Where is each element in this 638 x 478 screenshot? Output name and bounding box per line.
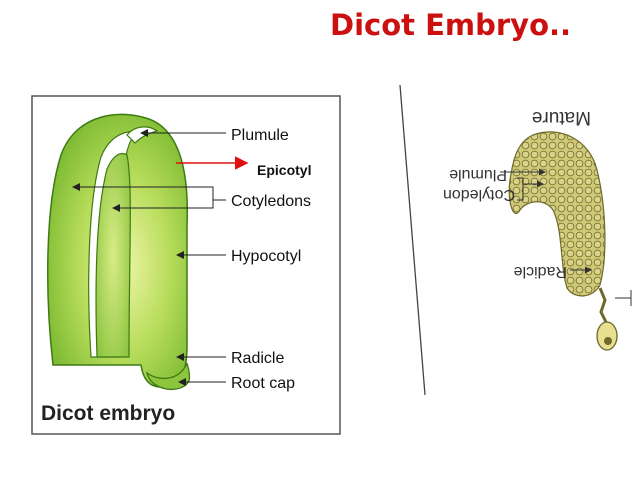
mature-plumule-label: Plumule: [449, 166, 507, 183]
hypocotyl-label: Hypocotyl: [231, 248, 301, 265]
basal-cell-nucleus: [604, 337, 612, 345]
radicle-label: Radicle: [231, 350, 284, 367]
basal-cell: [596, 321, 618, 351]
root-cap-label: Root cap: [231, 375, 295, 392]
dicot-embryo-svg: Plumule Cotyledons Hypocotyl Radicle Roo…: [31, 95, 341, 435]
mature-cotyledon-label: Cotyledon: [443, 186, 515, 203]
mature-embryo-body: [508, 131, 606, 297]
mature-radicle-label: Radicle: [514, 263, 567, 280]
suspensor: [598, 287, 609, 325]
slide-title-text: Dicot Embryo..: [330, 8, 572, 42]
scan-edge: [399, 84, 426, 396]
mature-cotyledon-bracket: [517, 177, 524, 201]
cotyledons-label: Cotyledons: [231, 193, 311, 210]
mature-embryo-svg: Mature Plumule Cotyledon Radicle: [399, 84, 632, 396]
cotyledon-bracket: [209, 186, 214, 209]
mature-label: Mature: [532, 107, 591, 128]
inner-cotyledon: [95, 152, 131, 358]
figure-caption: Dicot embryo: [41, 402, 175, 425]
mature-embryo-scan: Mature Plumule Cotyledon Radicle: [395, 60, 638, 410]
epicotyl-label: Epicotyl: [257, 162, 311, 178]
plumule-label: Plumule: [231, 127, 289, 144]
dicot-embryo-diagram: Plumule Cotyledons Hypocotyl Radicle Roo…: [31, 95, 341, 435]
